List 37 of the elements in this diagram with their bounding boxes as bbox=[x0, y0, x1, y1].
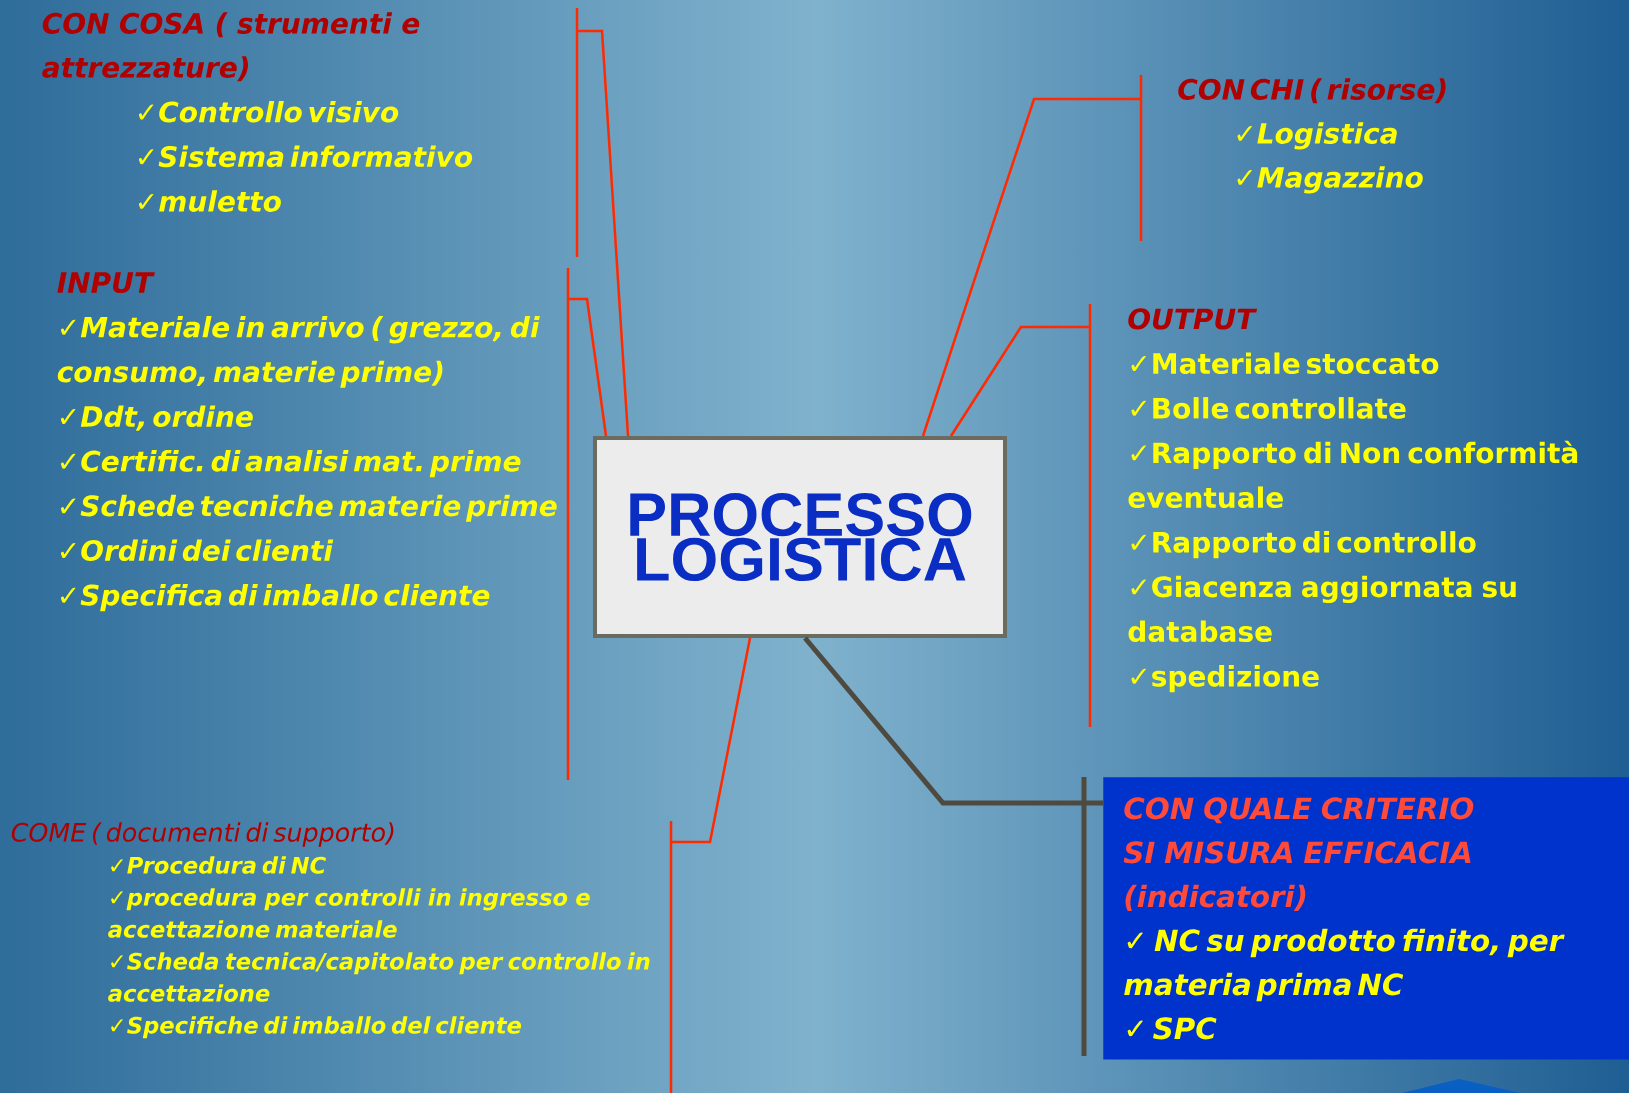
list-item: ✓Rapporto di Non conformità eventuale bbox=[1128, 440, 1578, 509]
connector-line bbox=[577, 29, 630, 437]
list-item: ✓Controllo visivo bbox=[138, 100, 399, 123]
connector-line bbox=[921, 97, 1141, 437]
heading: CON COSA ( strumenti e attrezzature) bbox=[42, 12, 420, 82]
list-item: ✓Ordini dei clienti bbox=[60, 539, 334, 562]
list-item: ✓spedizione bbox=[1131, 665, 1319, 693]
list-item: ✓Giacenza aggiornata su database bbox=[1128, 575, 1516, 643]
heading: CON QUALE CRITERIO SI MISURA EFFICACIA (indicatori) bbox=[1123, 797, 1474, 911]
list-item: ✓Certific. di analisi mat. prime bbox=[60, 450, 521, 478]
heading: CON CHI ( risorse) bbox=[1178, 78, 1446, 104]
list-item: ✓ SPC bbox=[1127, 1017, 1217, 1040]
connector-line bbox=[568, 297, 608, 437]
list-item: ✓Sistema informativo bbox=[138, 145, 473, 168]
list-item: ✓Magazzino bbox=[1237, 166, 1423, 194]
list-item: ✓procedura per controlli in ingresso e accettazione materiale bbox=[108, 888, 590, 938]
heading: OUTPUT bbox=[1128, 308, 1258, 330]
list-item: ✓Rapporto di controllo bbox=[1131, 531, 1476, 559]
list-item: ✓Specifiche di imballo del cliente bbox=[111, 1016, 522, 1039]
heading: INPUT bbox=[57, 272, 155, 294]
list-item: ✓Procedura di NC bbox=[111, 856, 326, 874]
connector-line bbox=[671, 637, 752, 844]
list-item: ✓Scheda tecnica/capitolato per controllo in accettazione bbox=[108, 952, 650, 1002]
connector-line bbox=[803, 636, 1103, 806]
process-box: PROCESSO LOGISTICA bbox=[593, 436, 1007, 638]
list-item: ✓Ddt, ordine bbox=[60, 405, 253, 431]
connector-line bbox=[949, 325, 1090, 437]
list-item: ✓Schede tecniche materie prime bbox=[60, 494, 557, 522]
list-item: ✓muletto bbox=[138, 190, 281, 212]
list-item: ✓Specifica di imballo cliente bbox=[60, 584, 490, 612]
list-item: ✓Bolle controllate bbox=[1131, 397, 1406, 419]
list-item: ✓Logistica bbox=[1237, 122, 1397, 150]
list-item: ✓Materiale stoccato bbox=[1131, 352, 1439, 375]
list-item: ✓ NC su prodotto finito, per materia prima NC bbox=[1124, 928, 1565, 1002]
heading: COME ( documenti di supporto) bbox=[11, 822, 394, 847]
criteria-box bbox=[1103, 777, 1629, 1060]
list-item: ✓Materiale in arrivo ( grezzo, di consumo, materie prime) bbox=[57, 316, 540, 388]
